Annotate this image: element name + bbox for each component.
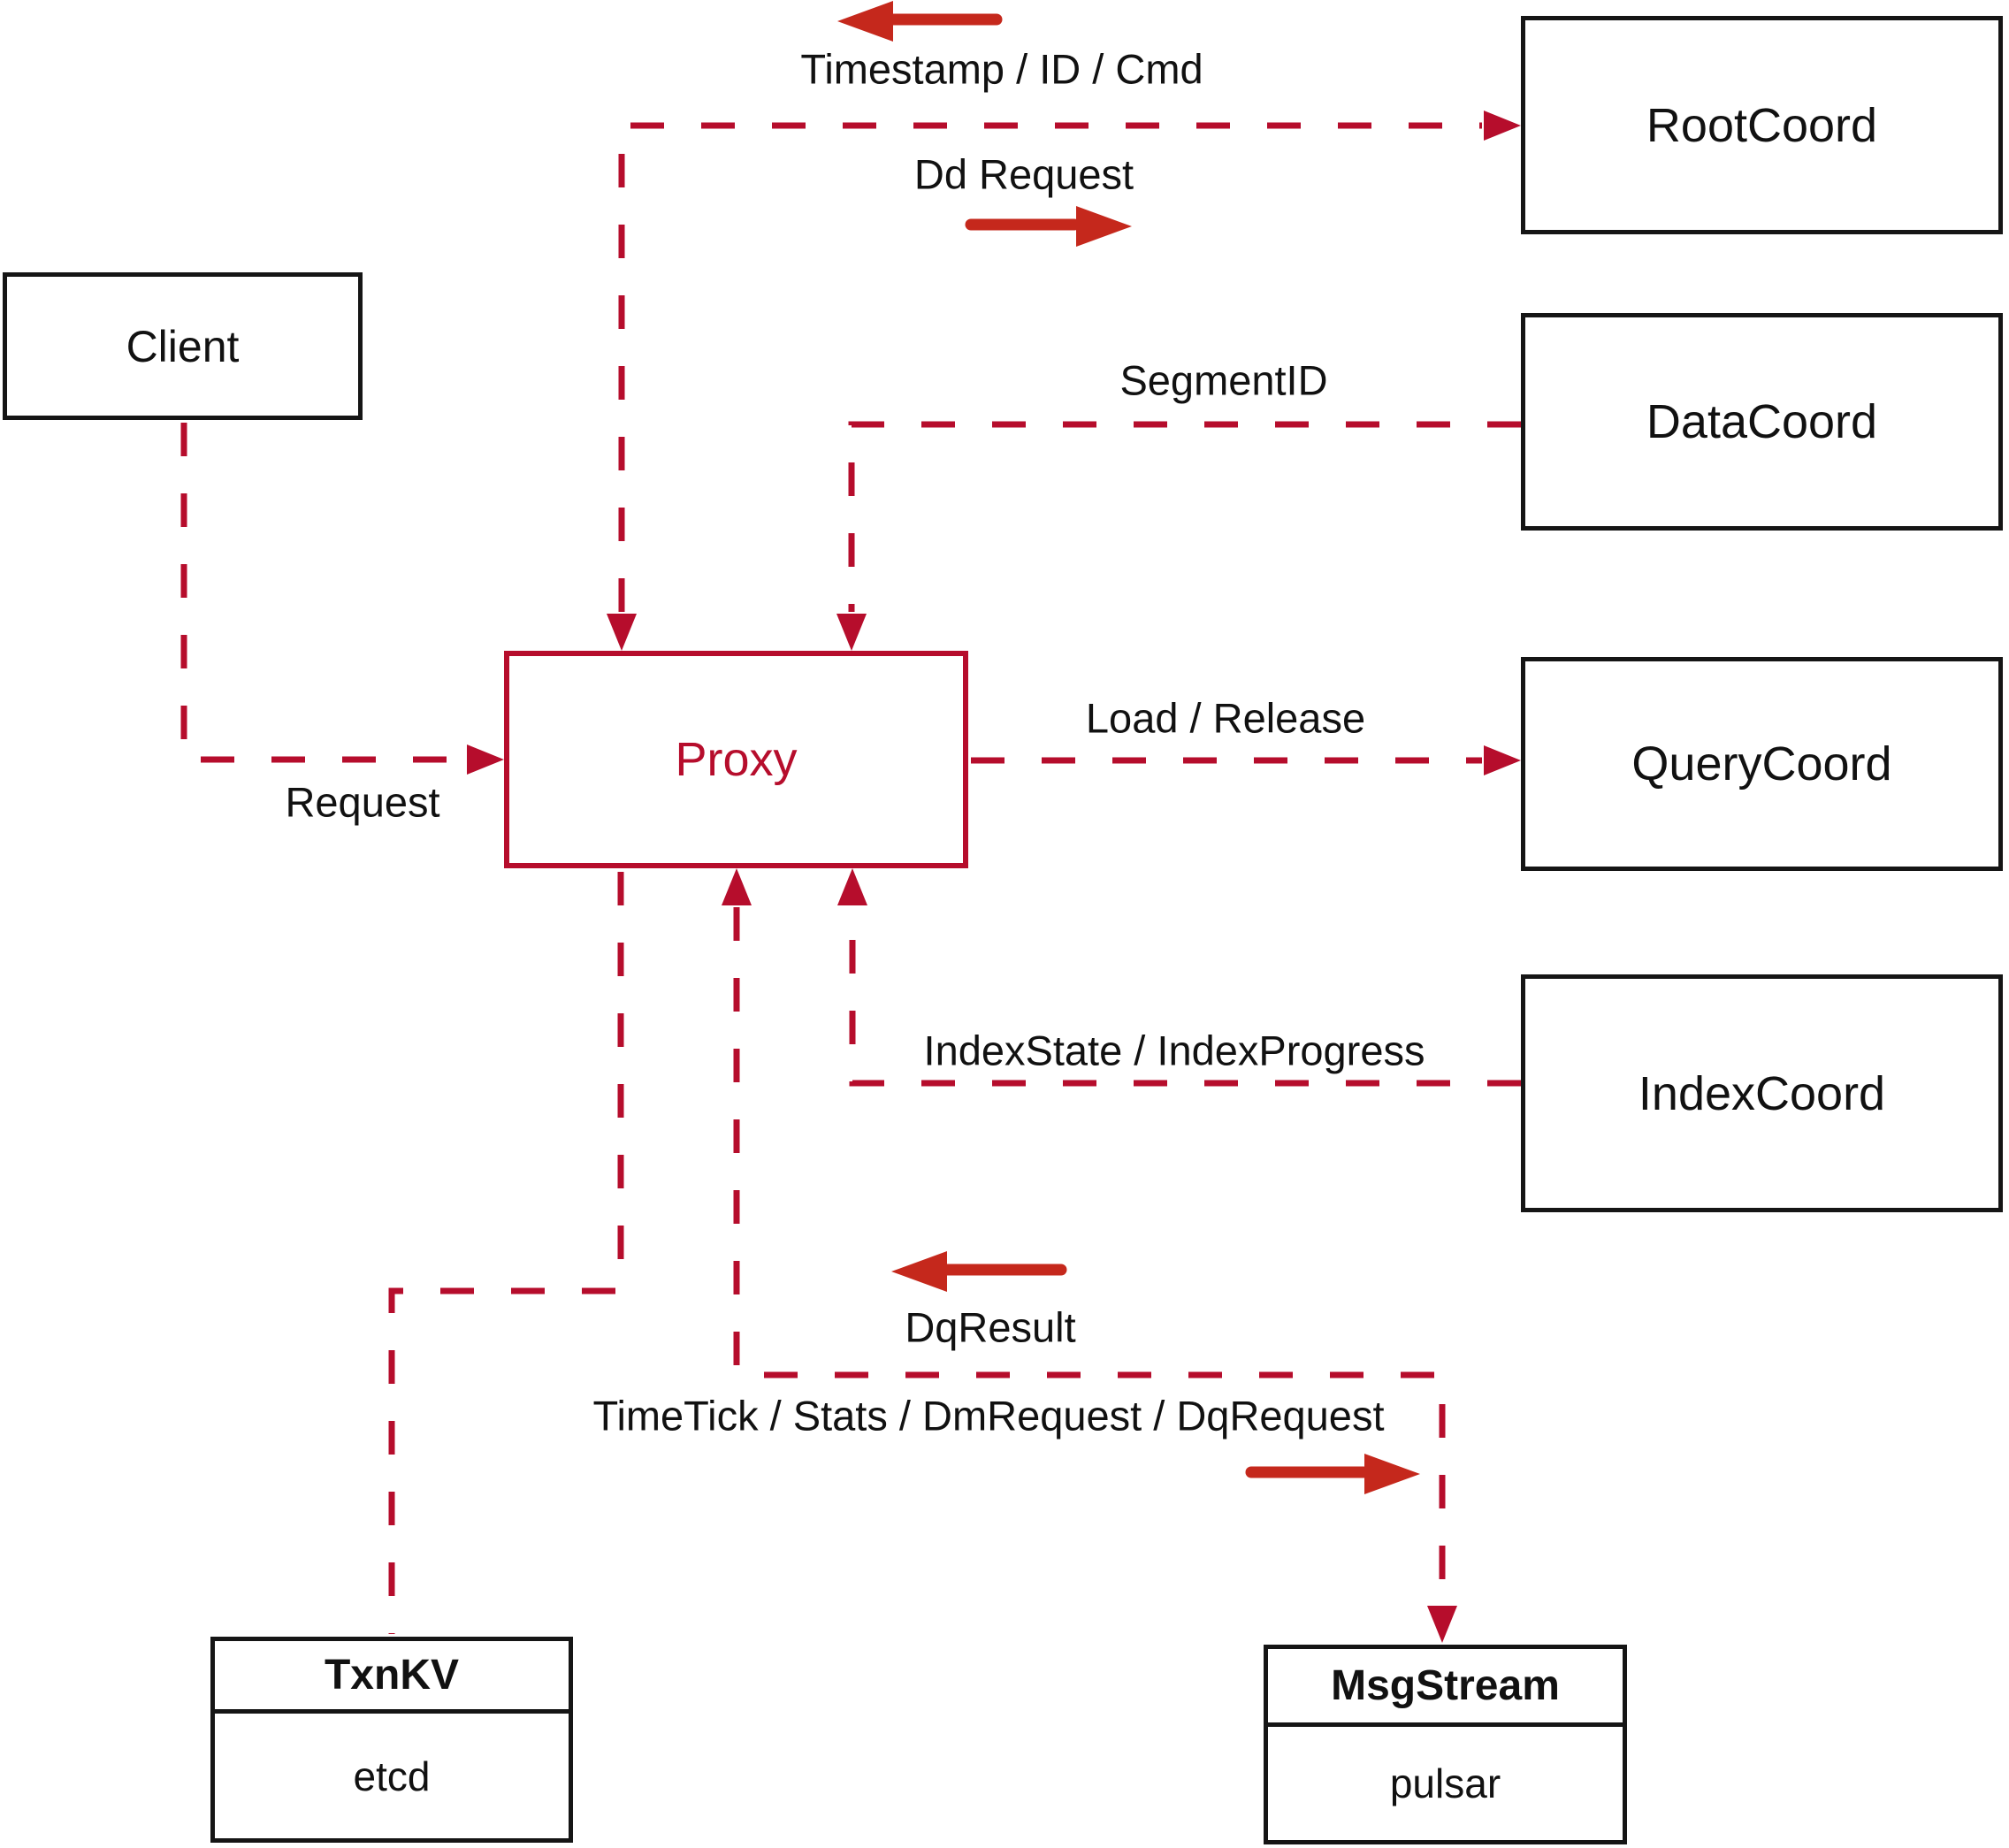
datacoord-node: DataCoord <box>1521 313 2003 531</box>
dq-result-edge-label: DqResult <box>905 1303 1076 1351</box>
querycoord-node: QueryCoord <box>1521 657 2003 871</box>
indexcoord-label: IndexCoord <box>1638 1066 1886 1120</box>
edge-indexcoord-proxy <box>849 907 1521 1087</box>
direction-arrow-dqresult-left-icon <box>891 1251 1067 1292</box>
rootcoord-label: RootCoord <box>1646 98 1878 152</box>
timestamp-edge-label: Timestamp / ID / Cmd <box>800 45 1203 93</box>
msgstream-title: MsgStream <box>1268 1649 1623 1727</box>
request-edge-label: Request <box>285 778 440 826</box>
datacoord-label: DataCoord <box>1646 395 1878 448</box>
arrowhead-into-proxy-top-left-icon <box>607 614 637 651</box>
arrowhead-into-proxy-left-icon <box>467 745 504 775</box>
direction-arrow-dd-request-right-icon <box>965 206 1132 247</box>
direction-arrow-timetick-right-icon <box>1245 1454 1420 1494</box>
edge-proxy-rootcoord <box>618 122 1482 612</box>
querycoord-label: QueryCoord <box>1631 737 1892 790</box>
indexcoord-node: IndexCoord <box>1521 974 2003 1212</box>
edge-proxy-txnkv <box>388 872 624 1634</box>
txnkv-node: TxnKV etcd <box>210 1637 573 1843</box>
arrowhead-into-msgstream-icon <box>1427 1606 1457 1643</box>
txnkv-title: TxnKV <box>215 1641 569 1714</box>
segment-id-edge-label: SegmentID <box>1119 356 1328 404</box>
edge-datacoord-proxy <box>848 421 1521 612</box>
proxy-label: Proxy <box>675 733 798 786</box>
direction-arrow-timestamp-left-icon <box>837 1 1003 42</box>
txnkv-subtitle: etcd <box>353 1753 431 1799</box>
time-tick-edge-label: TimeTick / Stats / DmRequest / DqRequest <box>592 1392 1385 1439</box>
client-label: Client <box>126 321 240 371</box>
msgstream-node: MsgStream pulsar <box>1264 1645 1627 1844</box>
index-state-edge-label: IndexState / IndexProgress <box>923 1027 1425 1074</box>
load-release-edge-label: Load / Release <box>1085 694 1366 742</box>
arrowhead-into-proxy-bottom-right-icon <box>837 868 867 905</box>
dd-request-edge-label: Dd Request <box>913 150 1134 198</box>
proxy-node: Proxy <box>504 651 968 868</box>
client-node: Client <box>3 272 363 420</box>
edge-proxy-msgstream <box>733 907 1446 1625</box>
arrowhead-into-querycoord-icon <box>1484 745 1521 775</box>
arrowhead-into-rootcoord-icon <box>1484 111 1521 141</box>
arrowhead-into-proxy-bottom-left-icon <box>722 868 752 905</box>
arrowhead-into-proxy-top-right-icon <box>836 614 867 651</box>
edge-client-proxy <box>180 423 465 763</box>
rootcoord-node: RootCoord <box>1521 16 2003 234</box>
msgstream-subtitle: pulsar <box>1389 1760 1501 1806</box>
